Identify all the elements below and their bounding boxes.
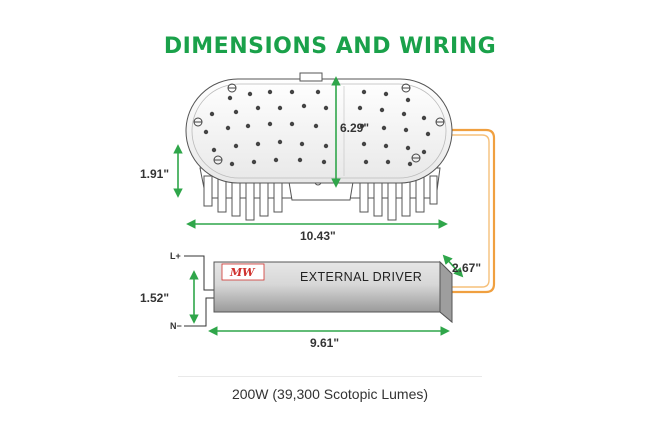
led-array bbox=[203, 89, 431, 167]
driver-logo-text: MW bbox=[229, 266, 256, 279]
driver-length-label: 9.61" bbox=[310, 336, 339, 350]
line-wire-label: L+ bbox=[170, 251, 181, 261]
driver-logo bbox=[221, 263, 265, 281]
page-title: DIMENSIONS AND WIRING bbox=[163, 34, 497, 59]
input-wires bbox=[184, 255, 214, 327]
driver-label: EXTERNAL DRIVER bbox=[300, 270, 422, 284]
led-plate bbox=[185, 78, 453, 184]
caption: 200W (39,300 Scotopic Lumes) bbox=[231, 386, 429, 402]
driver-width-label: 2.67" bbox=[452, 261, 481, 275]
output-wire bbox=[436, 128, 496, 294]
mounting-screws bbox=[193, 83, 445, 165]
divider bbox=[178, 376, 482, 377]
dimension-arrows bbox=[173, 76, 464, 336]
external-driver: MW EXTERNAL DRIVER bbox=[213, 260, 453, 324]
driver-height-label: 1.52" bbox=[140, 291, 169, 305]
driver-width-arrow bbox=[442, 254, 464, 278]
neutral-wire-label: N− bbox=[170, 321, 182, 331]
fixture-length-label: 10.43" bbox=[300, 229, 336, 243]
led-fixture bbox=[185, 72, 453, 221]
plate-tab bbox=[299, 72, 323, 82]
fixture-height-label: 6.29" bbox=[340, 121, 369, 135]
fixture-depth-label: 1.91" bbox=[140, 167, 169, 181]
